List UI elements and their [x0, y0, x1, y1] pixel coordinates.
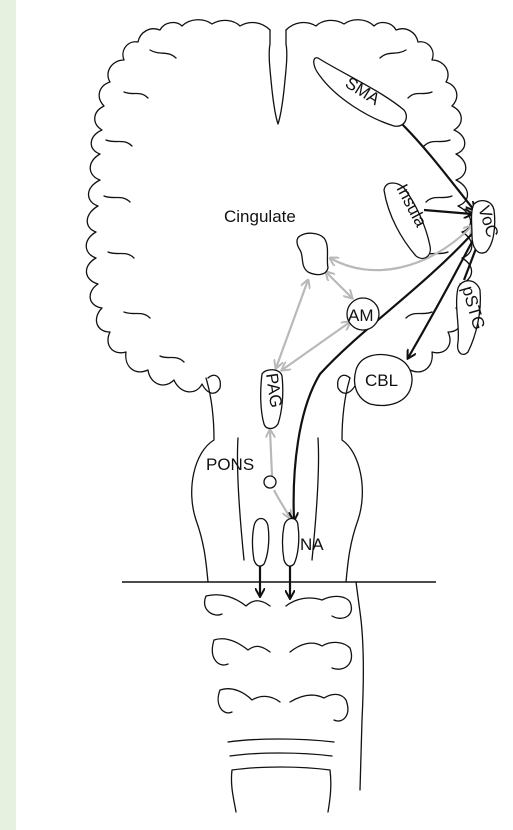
na-region [283, 519, 299, 567]
trachea-side [356, 582, 363, 790]
na-label: NA [300, 535, 324, 554]
am-label: AM [348, 306, 374, 325]
pons-label: PONS [206, 455, 254, 474]
gray-cingulate-am [326, 272, 352, 298]
cingulate-region [297, 233, 328, 274]
cingulate-label: Cingulate [224, 207, 296, 226]
gray-pons-pag [270, 430, 272, 476]
larynx-outline [205, 595, 352, 812]
left-nucleus-region [253, 519, 269, 567]
right-hemisphere-outline [286, 20, 472, 394]
gray-pons-na [274, 490, 290, 518]
cbl-label: CBL [365, 371, 398, 390]
left-sulci [104, 50, 184, 362]
gray-am-pag [282, 322, 350, 370]
pons-region [264, 476, 276, 488]
longitudinal-fissure [269, 30, 287, 124]
